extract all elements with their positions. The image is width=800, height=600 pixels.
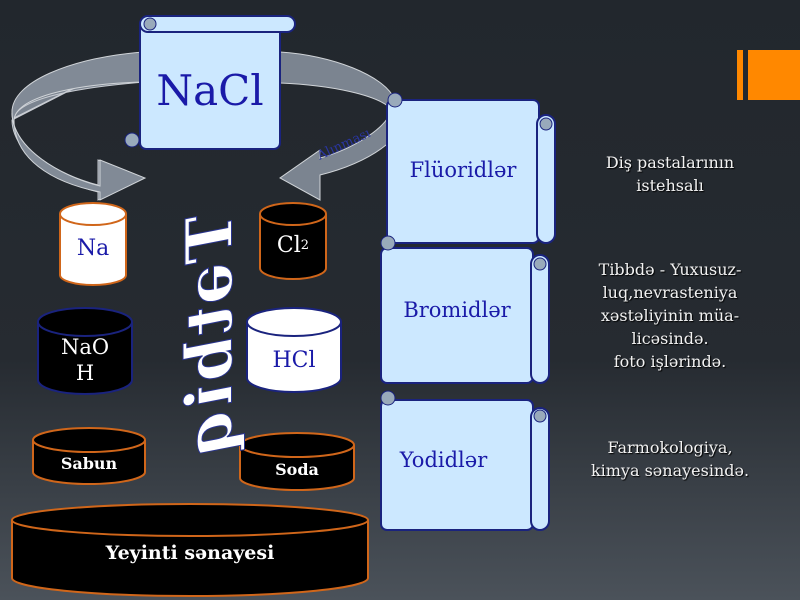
hcl-cylinder — [246, 307, 342, 393]
accent-square — [748, 50, 800, 100]
iodide-label: Yodidlər — [399, 448, 488, 472]
iodide-note: Farmokologiya,kimya sənayesində. — [590, 438, 750, 480]
soda-cylinder — [239, 432, 355, 491]
na-cylinder — [59, 202, 127, 286]
nacl-scroll — [124, 15, 296, 150]
bromide-label: Bromidlər — [403, 298, 511, 322]
cl2-cylinder — [259, 202, 327, 280]
food-industry-cylinder — [11, 503, 369, 597]
left-arrow-body — [11, 51, 147, 201]
soda-label: Soda — [275, 459, 319, 479]
accent-bar — [737, 50, 743, 100]
hcl-label: HCl — [272, 347, 316, 373]
fluoride-scroll — [386, 92, 556, 244]
nacl-title: NaCl — [156, 65, 264, 115]
sabun-label: Sabun — [60, 453, 118, 473]
sabun-cylinder — [32, 427, 146, 485]
bromide-scroll — [380, 235, 550, 384]
right-arrow-body — [279, 51, 396, 201]
na-label: Na — [76, 235, 110, 261]
iodide-scroll — [380, 390, 550, 531]
food-industry-label: Yeyinti sənayesi — [105, 542, 275, 564]
naoh-cylinder — [37, 307, 133, 395]
fluoride-label: Flüoridlər — [409, 158, 517, 182]
